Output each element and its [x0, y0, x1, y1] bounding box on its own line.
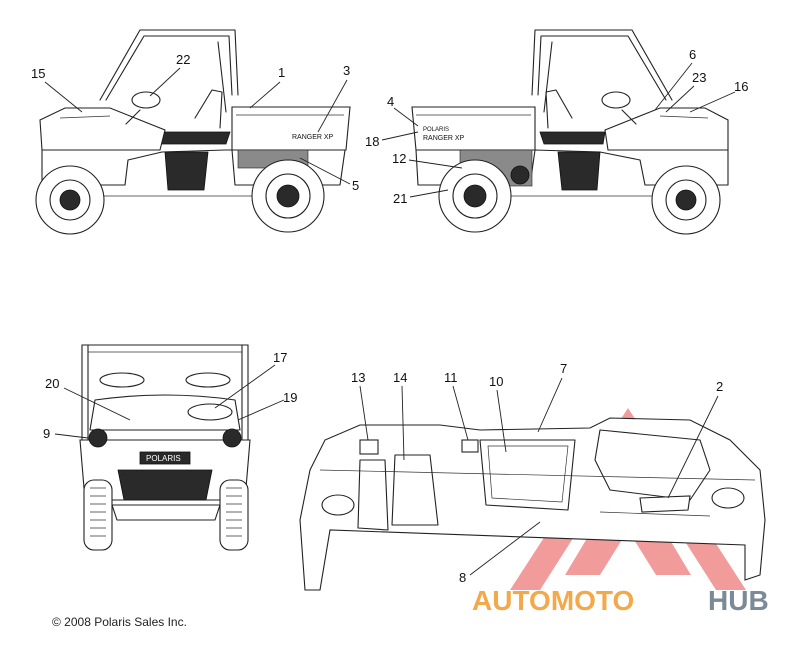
callout-label-22: 22 [176, 52, 190, 67]
callout-22: 22 [149, 52, 190, 97]
watermark-text: AUTOMOTO HUB [472, 585, 769, 616]
front-view-right-tire [219, 479, 249, 551]
callout-label-5: 5 [352, 178, 359, 193]
callout-3: 3 [317, 63, 350, 133]
callout-label-18: 18 [365, 134, 379, 149]
callout-23: 23 [665, 70, 706, 113]
rear-wheel-right [438, 159, 512, 233]
vehicle-left-side-view: RANGER XP [35, 29, 351, 235]
callout-5: 5 [299, 157, 359, 193]
callout-label-2: 2 [716, 379, 723, 394]
callout-14: 14 [393, 370, 407, 461]
watermark-text-part2: HUB [708, 585, 769, 616]
copyright-notice: © 2008 Polaris Sales Inc. [52, 615, 187, 629]
callout-6: 6 [654, 47, 696, 111]
callout-16: 16 [689, 79, 748, 113]
ranger-xp-decal-left: RANGER XP [292, 134, 334, 141]
callout-7: 7 [537, 361, 567, 433]
bed-decal-ranger-left: RANGER XP [292, 134, 334, 141]
callout-label-10: 10 [489, 374, 503, 389]
callout-label-23: 23 [692, 70, 706, 85]
callout-label-1: 1 [278, 65, 285, 80]
callout-label-14: 14 [393, 370, 407, 385]
watermark-text-part1: AUTOMOTO [472, 585, 634, 616]
callout-20: 20 [45, 376, 131, 421]
callout-2: 2 [667, 379, 723, 499]
front-wheel-right [651, 165, 721, 235]
callout-8: 8 [459, 521, 541, 585]
dashboard-detail-view [299, 417, 766, 591]
callout-label-11: 11 [444, 370, 458, 385]
polaris-decal-small: POLARIS [423, 127, 449, 133]
callout-21: 21 [393, 189, 449, 206]
grille-brand-decal: POLARIS [146, 454, 181, 463]
callout-11: 11 [444, 370, 469, 441]
callout-label-12: 12 [392, 151, 406, 166]
callout-label-7: 7 [560, 361, 567, 376]
callout-label-20: 20 [45, 376, 59, 391]
callout-1: 1 [249, 65, 285, 109]
callout-label-8: 8 [459, 570, 466, 585]
vehicle-right-side-view: POLARIS RANGER XP [411, 29, 729, 235]
vehicle-front-view: POLARIS [79, 344, 251, 551]
callout-15: 15 [31, 66, 83, 113]
callout-label-13: 13 [351, 370, 365, 385]
callout-label-3: 3 [343, 63, 350, 78]
callout-10: 10 [489, 374, 507, 453]
callout-label-9: 9 [43, 426, 50, 441]
callout-label-15: 15 [31, 66, 45, 81]
callout-13: 13 [351, 370, 369, 441]
callout-18: 18 [365, 131, 419, 149]
callout-label-21: 21 [393, 191, 407, 206]
callout-label-4: 4 [387, 94, 394, 109]
callout-label-19: 19 [283, 390, 297, 405]
callout-9: 9 [43, 426, 89, 441]
callout-12: 12 [392, 151, 463, 169]
callout-19: 19 [237, 390, 297, 421]
front-wheel-left [35, 165, 105, 235]
callout-label-17: 17 [273, 350, 287, 365]
callout-4: 4 [387, 94, 419, 127]
front-view-left-tire [83, 479, 113, 551]
callout-label-6: 6 [689, 47, 696, 62]
ranger-xp-decal-right: RANGER XP [423, 135, 465, 142]
callout-label-16: 16 [734, 79, 748, 94]
rear-wheel-left [251, 159, 325, 233]
callout-17: 17 [214, 350, 287, 409]
